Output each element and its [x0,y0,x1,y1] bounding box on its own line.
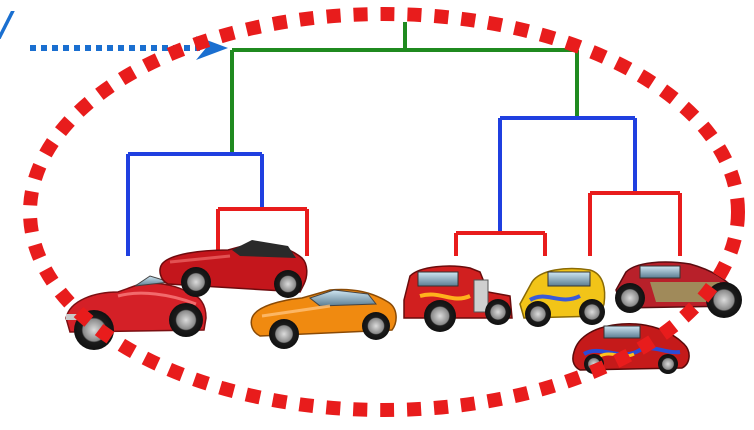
link-hotrod-pair-b [590,193,680,256]
red-hotrod-car [404,266,512,332]
link-hotrod-pair-a [456,233,545,256]
link-left-group [128,154,262,256]
datsun-240z-car [251,290,396,350]
yellow-hotrod-car [520,269,605,328]
link-right-group [500,118,635,233]
link-root [232,22,577,154]
